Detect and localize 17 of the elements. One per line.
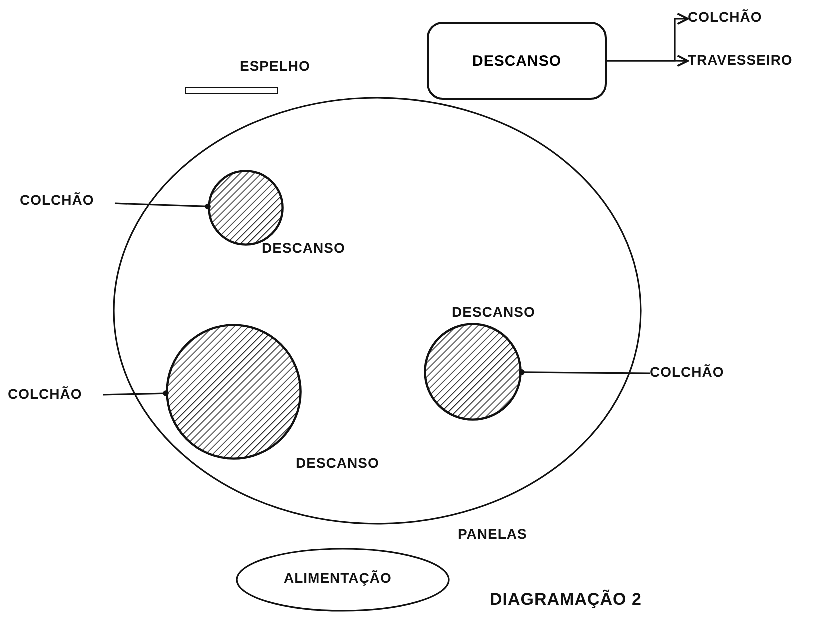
oval-label: ALIMENTAÇÃO — [284, 570, 392, 586]
text-label: COLCHÃO — [650, 364, 724, 380]
heading-label: ESPELHO — [240, 58, 310, 74]
text-label: COLCHÃO — [8, 386, 82, 402]
circle-label: DESCANSO — [262, 240, 346, 256]
circle-label: DESCANSO — [296, 455, 380, 471]
connector-line — [519, 370, 650, 376]
side-label: PANELAS — [458, 526, 528, 542]
text-label: TRAVESSEIRO — [688, 52, 793, 68]
text-label: COLCHÃO — [688, 9, 762, 25]
connector-line — [102, 390, 169, 396]
connector-line — [114, 202, 211, 210]
connector-line — [607, 54, 689, 68]
rounded-box: DESCANSO — [427, 22, 607, 100]
caption-text: DIAGRAMAÇÃO 2 — [490, 590, 642, 610]
text-label: COLCHÃO — [20, 192, 94, 208]
circle-label: DESCANSO — [452, 304, 536, 320]
